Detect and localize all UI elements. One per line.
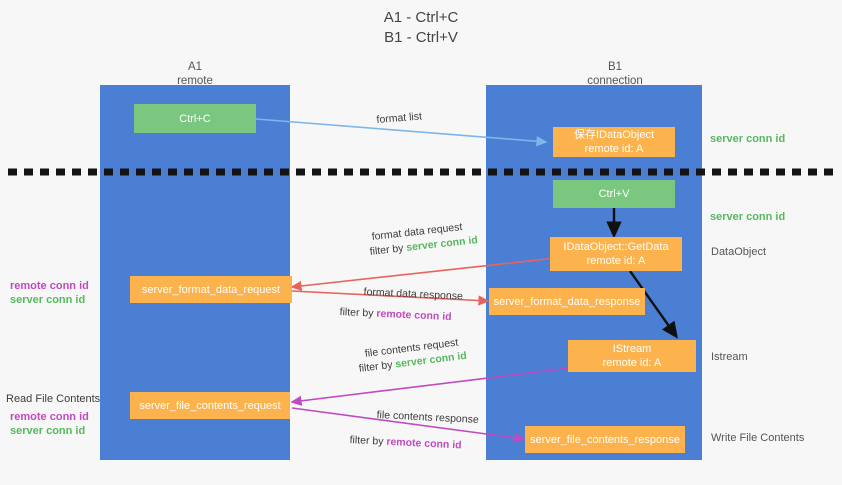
column-header-b1: B1 connection <box>540 60 690 88</box>
node-idataobject-getdata-line1: IDataObject::GetData <box>563 241 669 253</box>
node-ctrl-c[interactable]: Ctrl+C <box>134 104 256 133</box>
node-server-file-contents-response-label: server_file_contents_response <box>530 433 680 446</box>
edge-label-format-data-response-filter-value: remote conn id <box>376 307 452 324</box>
edge-label-file-contents-response-filter-value: remote conn id <box>386 435 462 452</box>
node-server-format-data-request[interactable]: server_format_data_request <box>130 276 292 303</box>
label-write-file-contents: Write File Contents <box>711 432 805 444</box>
label-server-conn-id-file: server conn id <box>10 425 86 437</box>
column-b1-sub: connection <box>587 75 643 87</box>
label-remote-conn-id-file: remote conn id <box>10 411 89 423</box>
edge-label-format-data-response-filter: filter by remote conn id <box>339 305 452 324</box>
node-ctrl-v-label: Ctrl+V <box>598 188 630 200</box>
label-server-conn-id-paste: server conn id <box>710 211 786 223</box>
column-b1-name: B1 <box>607 61 623 73</box>
label-remote-conn-id-format: remote conn id <box>10 280 89 292</box>
edge-label-format-data-response-filter-prefix: filter by <box>339 305 377 320</box>
edge-label-file-contents-response-filter: filter by remote conn id <box>349 433 462 452</box>
edge-label-file-contents-request-filter-prefix: filter by <box>358 358 397 375</box>
column-a1-name: A1 <box>187 61 203 73</box>
node-save-idataobject[interactable]: 保存IDataObject remote id: A <box>553 127 675 157</box>
node-server-format-data-request-label: server_format_data_request <box>141 283 281 296</box>
node-server-file-contents-request[interactable]: server_file_contents_request <box>130 392 290 419</box>
edge-label-format-list: format list <box>376 110 423 126</box>
label-server-conn-id-format: server conn id <box>10 294 86 306</box>
label-read-file-contents: Read File Contents <box>6 393 101 405</box>
node-ctrl-c-label: Ctrl+C <box>179 112 211 125</box>
label-dataobject: DataObject <box>711 246 767 258</box>
node-idataobject-getdata-line2: remote id: A <box>586 255 646 267</box>
node-server-format-data-response[interactable]: server_format_data_response <box>489 288 645 315</box>
edge-label-file-contents-response: file contents response <box>376 408 479 426</box>
node-idataobject-getdata[interactable]: IDataObject::GetData remote id: A <box>550 237 682 271</box>
node-save-idataobject-line1: 保存IDataObject <box>573 129 655 141</box>
node-istream[interactable]: IStream remote id: A <box>568 340 696 372</box>
edge-label-format-data-request-filter-prefix: filter by <box>369 241 407 258</box>
column-header-a1: A1 remote <box>120 60 270 88</box>
node-server-format-data-response-label: server_format_data_response <box>493 295 641 308</box>
column-a1-sub: remote <box>177 75 213 87</box>
node-save-idataobject-line2: remote id: A <box>584 143 644 155</box>
title-line-1: A1 - Ctrl+C <box>383 9 459 26</box>
node-server-file-contents-response[interactable]: server_file_contents_response <box>525 426 685 453</box>
label-istream: Istream <box>711 351 748 363</box>
title-line-2: B1 - Ctrl+V <box>384 29 458 46</box>
node-server-file-contents-request-label: server_file_contents_request <box>139 399 281 412</box>
edge-label-file-contents-response-filter-prefix: filter by <box>349 433 387 448</box>
label-server-conn-id-top: server conn id <box>710 133 786 145</box>
edge-label-format-data-response: format data response <box>363 285 464 303</box>
node-ctrl-v[interactable]: Ctrl+V <box>553 180 675 208</box>
node-istream-line1: IStream <box>612 343 652 355</box>
node-istream-line2: remote id: A <box>602 357 662 369</box>
diagram-title: A1 - Ctrl+C B1 - Ctrl+V <box>0 8 842 48</box>
